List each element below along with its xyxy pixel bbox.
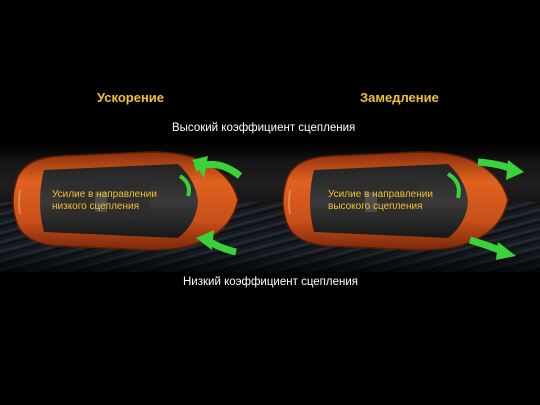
right-label-line1: Усилие в направлении — [328, 189, 433, 200]
rotation-arrow-right — [446, 172, 461, 199]
deceleration-heading: Замедление — [360, 90, 439, 105]
rotation-arrow-left — [178, 174, 191, 197]
left-label-line2: низкого сцепления — [52, 201, 140, 212]
upper-arrow-left — [192, 156, 243, 179]
right-car-diagram — [282, 151, 524, 260]
lower-arrow-left — [196, 230, 237, 256]
low-friction-caption: Низкий коэффициент сцепления — [183, 276, 359, 288]
left-car-diagram — [12, 151, 243, 256]
high-friction-caption: Высокий коэффициент сцепления — [172, 122, 356, 134]
right-label-line2: высокого сцепления — [328, 201, 423, 212]
right-car-label: Усилие в направлении высокого сцепления — [328, 189, 433, 213]
left-car-label: Усилие в направлении низкого сцепления — [52, 189, 157, 213]
lower-arrow-right — [468, 236, 516, 260]
acceleration-heading: Ускорение — [97, 90, 165, 105]
left-label-line1: Усилие в направлении — [52, 189, 157, 200]
road-fade-bottom — [0, 250, 540, 280]
upper-arrow-right — [477, 158, 524, 180]
